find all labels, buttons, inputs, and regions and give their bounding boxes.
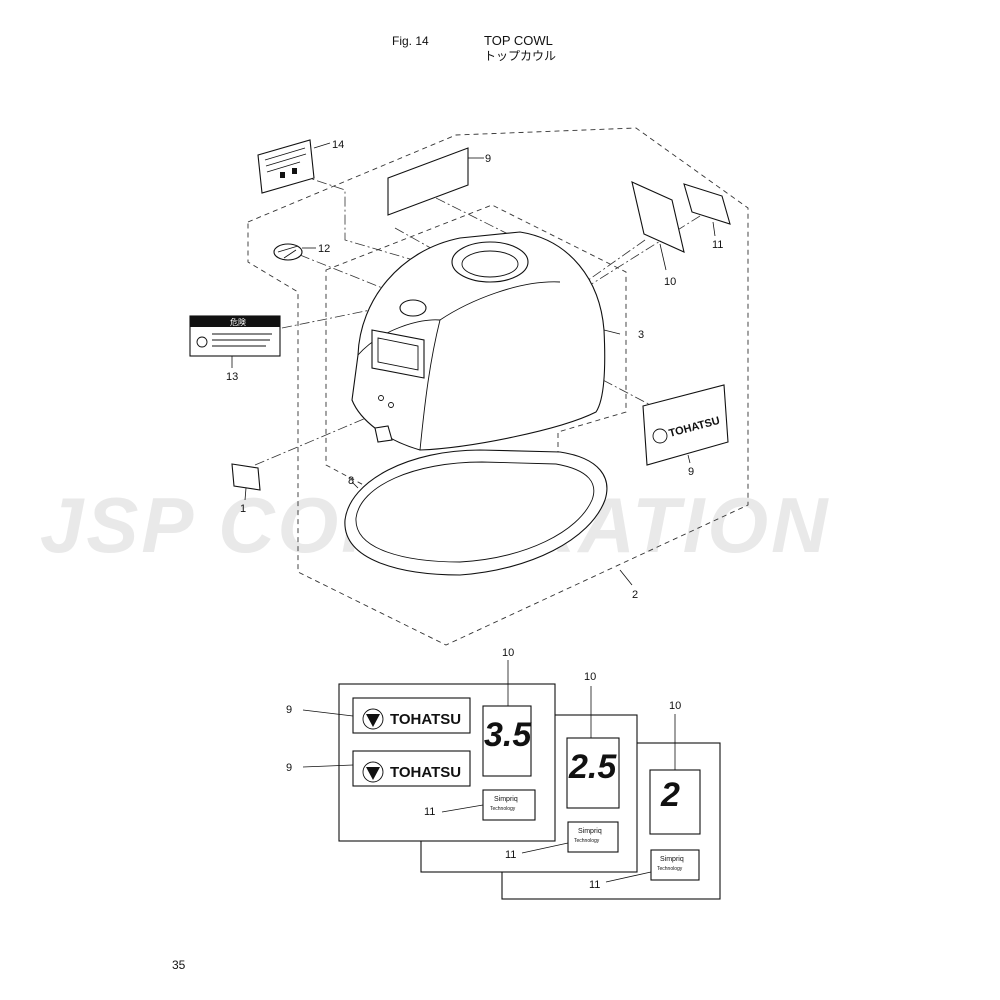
- diagram-title: TOP COWL: [484, 33, 553, 48]
- decal-sheet-35hp: TOHATSU TOHATSU 3.5 Simpriq Technology: [302, 660, 556, 842]
- simpriq-label-35-b: Technology: [490, 806, 516, 812]
- figure-number: Fig. 14: [392, 34, 429, 48]
- callout-1: 1: [240, 503, 246, 515]
- model-number-2: 2: [660, 776, 680, 814]
- callout-12: 12: [318, 243, 330, 255]
- callout-11-2: 11: [589, 879, 600, 891]
- decal-brand-b: TOHATSU: [390, 764, 461, 781]
- decal-9-side: TOHATSU: [642, 384, 729, 466]
- callout-2: 2: [632, 589, 638, 601]
- callout-10-2: 10: [669, 700, 681, 712]
- leader-2: [619, 569, 633, 586]
- seal-8: [344, 449, 608, 576]
- model-number-35: 3.5: [484, 716, 532, 754]
- callout-11-25: 11: [505, 849, 516, 861]
- simpriq-label-25-a: Simpriq: [578, 828, 602, 835]
- grommet-1: [231, 463, 261, 501]
- decal-10-side: [631, 181, 685, 271]
- model-number-25: 2.5: [568, 748, 617, 786]
- warning-label-13: 危険: [189, 315, 281, 368]
- decal-brand-a: TOHATSU: [390, 711, 461, 728]
- simpriq-label-2-a: Simpriq: [660, 856, 684, 863]
- warning-label-text: 危険: [230, 317, 246, 327]
- cap-12: [273, 243, 316, 261]
- assembly-boundary-inner: [325, 204, 627, 516]
- assembly-boundary-outer: [247, 127, 749, 646]
- simpriq-label-35-a: Simpriq: [494, 796, 518, 803]
- callout-13: 13: [226, 371, 238, 383]
- callout-14: 14: [332, 139, 344, 151]
- diagram-title-japanese: トップカウル: [484, 49, 557, 63]
- decal-9-top: [387, 147, 484, 216]
- simpriq-label-25-b: Technology: [574, 838, 600, 844]
- simpriq-label-2-b: Technology: [657, 866, 683, 872]
- callout-9-sheet-b: 9: [286, 762, 292, 774]
- decal-11-side: [683, 183, 731, 237]
- callout-9-top: 9: [485, 153, 491, 165]
- callout-9-sheet-a: 9: [286, 704, 292, 716]
- callout-11-side: 11: [712, 239, 723, 251]
- callout-10-35: 10: [502, 647, 514, 659]
- label-plate-14: [257, 139, 331, 194]
- callout-11-35: 11: [424, 806, 435, 818]
- callout-9-side: 9: [688, 466, 694, 478]
- top-cowl-3: [351, 231, 621, 451]
- callout-10-25: 10: [584, 671, 596, 683]
- callout-10-side: 10: [664, 276, 676, 288]
- callout-8: 8: [348, 475, 354, 487]
- page-number: 35: [172, 958, 186, 972]
- callout-3: 3: [638, 329, 644, 341]
